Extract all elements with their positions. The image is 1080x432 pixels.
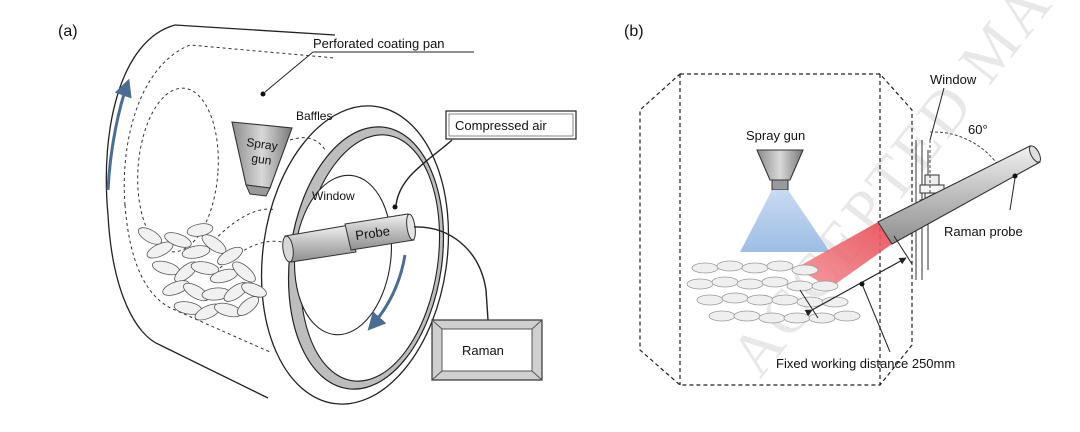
pan-interior-dashes bbox=[123, 44, 336, 353]
panel-a-tag: (a) bbox=[58, 23, 78, 40]
compressed-air-box: Compressed air bbox=[445, 110, 577, 140]
raman-label: Raman bbox=[462, 343, 504, 358]
raman-box: Raman bbox=[431, 319, 543, 381]
spray-gun-b-label: Spray gun bbox=[746, 128, 805, 143]
rotation-arrow-left bbox=[106, 78, 132, 191]
spray-gun-a: Spray gun bbox=[231, 121, 293, 197]
baffles-label: Baffles bbox=[296, 109, 332, 123]
angle-arc bbox=[929, 131, 999, 166]
angle-label: 60° bbox=[968, 122, 988, 137]
distance-leader bbox=[861, 283, 891, 353]
panel-b: (b) Window 60° Spray gun bbox=[624, 23, 1042, 386]
raman-cable bbox=[413, 226, 489, 321]
rotation-arrow-right bbox=[367, 254, 407, 331]
panel-a: (a) bbox=[58, 23, 577, 405]
air-line bbox=[395, 139, 453, 206]
air-line-dot bbox=[392, 204, 398, 210]
raman-probe-label: Raman probe bbox=[944, 224, 1023, 239]
pan-label: Perforated coating pan bbox=[313, 36, 445, 51]
window-b-label: Window bbox=[930, 72, 977, 87]
spray-cone bbox=[740, 190, 830, 252]
probe-a: Probe bbox=[282, 213, 416, 263]
distance-leader-dot bbox=[859, 281, 865, 287]
pan-leader-dot bbox=[260, 91, 266, 97]
window-a-label: Window bbox=[312, 189, 355, 203]
probe-a-label: Probe bbox=[354, 223, 390, 243]
raman-probe-b bbox=[877, 145, 1042, 245]
dim-tick-1 bbox=[799, 289, 819, 319]
spray-gun-a-label-2: gun bbox=[251, 151, 273, 168]
working-distance-arrow bbox=[804, 257, 907, 317]
raman-probe-leader bbox=[1009, 177, 1016, 211]
compressed-air-label: Compressed air bbox=[455, 118, 547, 133]
panel-b-tag: (b) bbox=[624, 23, 644, 40]
distance-label: Fixed working distance 250mm bbox=[776, 356, 955, 371]
window-b-leader bbox=[929, 87, 945, 141]
spray-gun-a-label-1: Spray bbox=[246, 135, 279, 153]
spray-gun-b: Spray gun bbox=[746, 128, 805, 191]
raman-probe-leader-dot bbox=[1012, 173, 1018, 179]
dim-tick-2 bbox=[893, 235, 913, 265]
tablet-bed bbox=[137, 223, 267, 321]
pan-leader bbox=[264, 51, 314, 93]
